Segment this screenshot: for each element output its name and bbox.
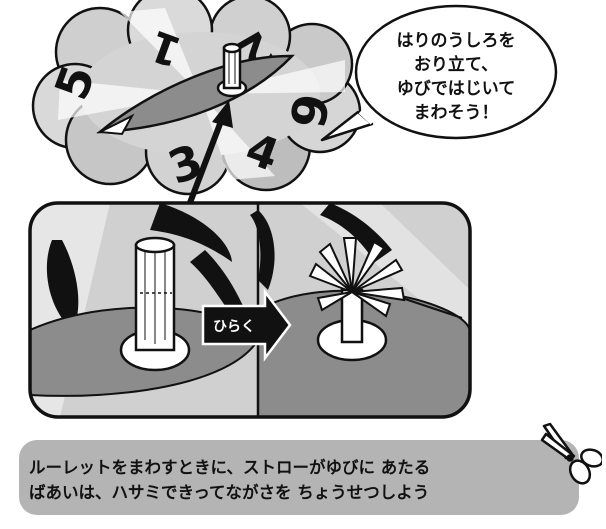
straw-closed-icon — [119, 236, 191, 372]
bubble-line-3: ゆびではじいて — [397, 79, 516, 99]
pointer-arrow-icon — [185, 100, 233, 210]
roulette-board: 5 1 2 6 4 3 — [31, 0, 362, 196]
speech-bubble: はりのうしろを おり立て、 ゆびではじいて まわそう！ — [320, 4, 558, 142]
closeup-panel: ひらく — [28, 201, 472, 419]
bubble-line-4: まわそう！ — [414, 103, 499, 123]
bubble-line-1: はりのうしろを — [397, 31, 516, 51]
roulette-needle — [96, 54, 295, 134]
open-arrow-label: ひらく — [201, 288, 292, 362]
note-box: ルーレットをまわすときに、ストローがゆびに あたる ばあいは、ハサミできってなが… — [19, 440, 579, 515]
straw-post-icon — [216, 42, 248, 98]
open-label-text: ひらく — [213, 319, 255, 335]
note-line-2: ばあいは、ハサミできってながさを ちょうせつしよう — [29, 483, 430, 502]
opened-straw-icon — [308, 237, 406, 362]
scissors-icon — [540, 422, 602, 485]
note-line-1: ルーレットをまわすときに、ストローがゆびに あたる — [29, 458, 431, 477]
bubble-line-2: おり立て、 — [414, 54, 498, 75]
